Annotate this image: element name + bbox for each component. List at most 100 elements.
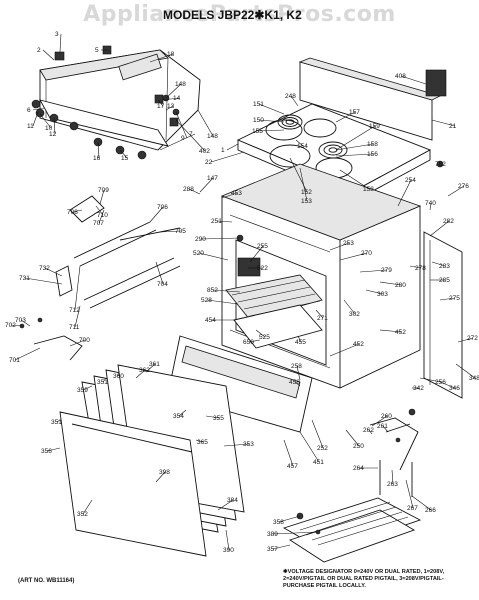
leader-line	[335, 125, 376, 151]
callout-label: 701	[9, 357, 20, 364]
callout-label: 288	[183, 186, 194, 193]
callout-label: 346	[449, 385, 460, 392]
leader-line	[439, 381, 456, 389]
callout-label: 11	[27, 123, 34, 130]
leader-line	[20, 319, 31, 327]
leader-line	[272, 544, 291, 550]
callout-label: 365	[197, 439, 208, 446]
leader-line	[157, 99, 164, 107]
oven-door-hinges	[369, 417, 419, 497]
callout-label: 279	[381, 267, 392, 274]
broiler-pan	[282, 497, 422, 563]
leader-line	[197, 109, 214, 137]
leader-line	[119, 149, 128, 159]
callout-label: 9	[181, 135, 185, 142]
callout-label: 704	[157, 281, 168, 288]
callout-label: 359	[77, 387, 88, 394]
callout-label: 712	[69, 307, 80, 314]
callout-label: 275	[449, 295, 460, 302]
leader-line	[368, 429, 373, 435]
leader-line	[457, 337, 474, 343]
leader-line	[278, 515, 301, 523]
leader-line	[371, 415, 388, 427]
callout-label: 148	[207, 133, 218, 140]
callout-label: 707	[93, 220, 104, 227]
callout-label: 151	[253, 101, 264, 108]
leader-line	[379, 329, 402, 333]
leader-line	[411, 495, 432, 511]
leader-line	[294, 381, 301, 387]
leader-line	[117, 373, 120, 377]
leader-line	[225, 529, 230, 551]
callout-label: 700	[79, 337, 90, 344]
leader-line	[221, 192, 238, 199]
leader-line	[188, 188, 201, 195]
oven-door-assembly	[59, 364, 245, 557]
callout-label: 248	[285, 93, 296, 100]
callout-label: 159	[369, 123, 380, 130]
leader-line	[409, 265, 422, 269]
callout-label: 357	[267, 546, 278, 553]
callout-label: 732	[39, 265, 50, 272]
callout-label: 358	[273, 519, 284, 526]
leader-line	[205, 415, 220, 419]
leader-line	[335, 153, 374, 157]
callout-label: 302	[349, 311, 360, 318]
watermark-text: AppliancePartsPros.com	[83, 2, 396, 27]
callout-label: 154	[297, 143, 308, 150]
callout-label: 710	[97, 212, 108, 219]
leader-line	[455, 363, 476, 379]
callout-label: 351	[97, 379, 108, 386]
leader-line	[431, 261, 446, 267]
leader-line	[175, 111, 188, 139]
callout-label: 267	[407, 505, 418, 512]
callout-label: 852	[207, 287, 218, 294]
callout-label: 152	[301, 189, 312, 196]
callout-label: 5	[95, 47, 99, 54]
callout-label: 158	[367, 141, 378, 148]
callout-label: 458	[289, 379, 300, 386]
leader-line	[223, 443, 250, 447]
callout-label: 254	[405, 177, 416, 184]
leader-line	[217, 499, 234, 511]
backguard	[298, 57, 447, 141]
leader-line	[46, 447, 61, 452]
callout-label: 155	[252, 128, 263, 135]
callout-label: 362	[139, 367, 150, 374]
callout-label: 1	[221, 147, 225, 154]
leader-line	[95, 205, 104, 216]
screw-fasteners	[19, 160, 444, 535]
voltage-designator-note: ✱VOLTAGE DESIGNATOR 0=240V OR DUAL RATED…	[283, 569, 445, 589]
leader-line	[315, 309, 324, 319]
leader-line	[439, 297, 456, 301]
leader-line	[99, 189, 105, 205]
leader-line	[32, 107, 45, 111]
callout-label: 711	[69, 324, 80, 331]
leader-line	[155, 471, 166, 483]
leader-line	[210, 151, 245, 163]
callout-label: 266	[425, 507, 436, 514]
leader-line	[335, 111, 356, 123]
callout-label: 303	[377, 291, 388, 298]
leader-line	[272, 531, 319, 535]
callout-label: 353	[243, 441, 254, 448]
side-panel	[423, 231, 463, 399]
callout-label: 12	[49, 131, 57, 138]
leader-line	[53, 117, 56, 135]
callout-label: 263	[387, 481, 398, 488]
callout-label: 250	[353, 443, 364, 450]
leader-line	[216, 220, 233, 223]
leader-line	[226, 143, 239, 151]
callout-label: 457	[287, 463, 298, 470]
callout-label: 731	[19, 275, 30, 282]
leader-line	[296, 365, 301, 381]
leader-line	[297, 335, 302, 343]
callout-label: 650	[243, 339, 254, 346]
callout-label: 156	[367, 151, 378, 158]
callout-label: 10	[45, 125, 53, 132]
callout-label: 782	[435, 161, 446, 168]
callout-label: 17	[157, 103, 165, 110]
leader-line	[199, 177, 214, 193]
leader-line	[161, 97, 180, 101]
